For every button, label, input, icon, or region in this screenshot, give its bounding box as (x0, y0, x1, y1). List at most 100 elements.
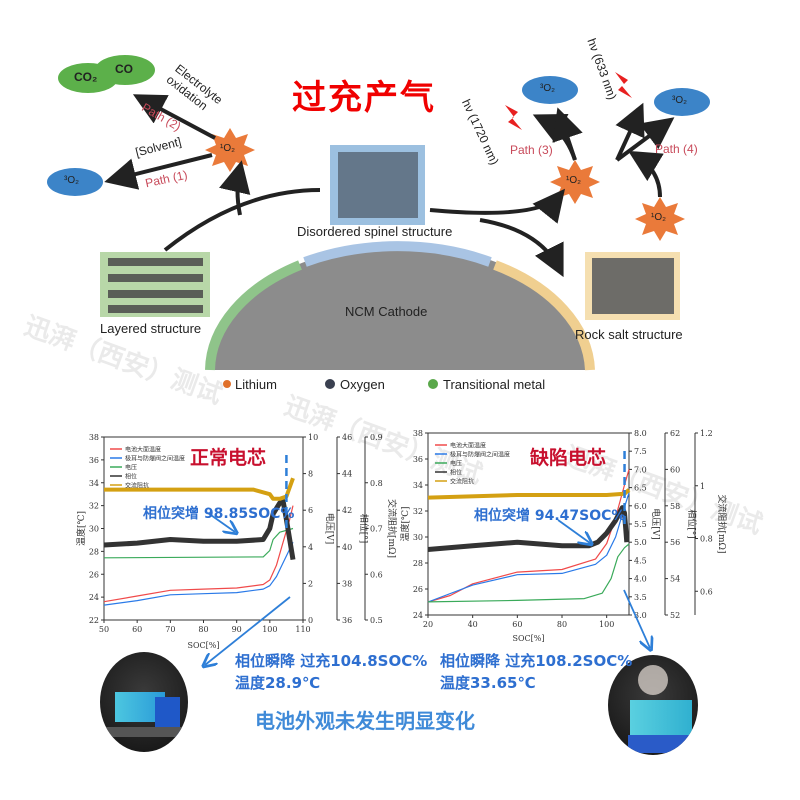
series-line-2 (103, 527, 294, 559)
tick-label-imp: 0.9 (370, 433, 383, 442)
y-tick-label: 28 (413, 559, 423, 568)
tick-label-phase: 40 (342, 543, 352, 552)
tick-label-phase: 38 (342, 579, 352, 588)
ncm-cathode-dome (205, 241, 595, 371)
tick-label-phase: 36 (342, 616, 352, 625)
chart-title-defect: 缺陷电芯 (530, 447, 607, 469)
x-tick-label: 100 (262, 625, 277, 634)
y-tick-label: 34 (413, 481, 423, 490)
y-tick-label: 32 (89, 502, 99, 511)
disordered-spinel-label: Disordered spinel structure (297, 224, 453, 239)
phase-drop-note-normal: 相位瞬降 过充104.8SOC% 温度28.9℃ (235, 650, 427, 694)
conclusion-note: 电池外观未发生明显变化 (255, 709, 475, 733)
legend-label: 电池大面温度 (125, 446, 161, 454)
lithium-dot (223, 380, 231, 388)
ncm-cathode-label: NCM Cathode (345, 304, 428, 319)
tick-label-phase: 62 (670, 429, 680, 438)
tick-label-volt: 0 (308, 616, 313, 625)
legend-label: 极耳与防爆阀之间温度 (125, 455, 185, 463)
path3-label: Path (3) (510, 143, 553, 157)
tick-label-volt: 3.0 (634, 611, 647, 620)
triplet-o2-label-mid: ³O₂ (540, 83, 555, 94)
y-tick-label: 24 (413, 611, 423, 620)
legend-label: 电压 (450, 460, 462, 468)
annotation-arrow-3 (623, 589, 650, 648)
x-tick-label: 90 (232, 625, 242, 634)
annotation-arrow-0 (207, 512, 235, 532)
mechanism-graphics (47, 55, 710, 389)
y-axis-label-temp: 温度[℃] (75, 511, 87, 546)
tick-label-imp: 0.5 (370, 616, 383, 625)
tick-label-volt: 4.5 (634, 556, 647, 565)
y-tick-label: 30 (89, 525, 99, 534)
tick-label-phase: 44 (342, 470, 352, 479)
path4-label: Path (4) (655, 142, 698, 156)
tick-label-phase: 46 (342, 433, 352, 442)
tick-label-phase: 58 (670, 502, 680, 511)
tick-label-volt: 7.5 (634, 447, 647, 456)
y-tick-label: 36 (413, 455, 423, 464)
tick-label-volt: 3.5 (634, 593, 647, 602)
x-tick-label: 50 (99, 625, 109, 634)
series-line-1 (103, 541, 294, 606)
x-tick-label: 70 (165, 625, 175, 634)
axis-label-phase: 相位[°] (686, 509, 698, 539)
y-tick-label: 26 (89, 570, 99, 579)
series-line-0 (427, 469, 630, 603)
tick-label-volt: 8 (308, 470, 313, 479)
tick-label-imp: 1.2 (700, 429, 713, 438)
co2-label: CO₂ (74, 70, 98, 84)
legend-label: 电压 (125, 464, 137, 472)
phase-jump-note-normal: 相位突增 98.85SOC% (143, 506, 295, 522)
x-tick-label: 20 (423, 620, 433, 629)
rocksalt-structure-label: Rock salt structure (575, 327, 683, 342)
tick-label-phase: 60 (670, 465, 680, 474)
x-tick-label: 40 (468, 620, 478, 629)
phase-drop-temp-normal: 温度28.9℃ (235, 674, 321, 692)
y-tick-label: 36 (89, 456, 99, 465)
tick-label-volt: 6.0 (634, 502, 647, 511)
main-title: 过充产气 (292, 78, 436, 118)
legend-label: 极耳与防爆阀之间温度 (450, 451, 510, 459)
series-line-3 (427, 505, 630, 552)
x-tick-label: 80 (198, 625, 208, 634)
phase-drop-temp-defect: 温度33.65℃ (440, 674, 536, 692)
legend-transitional-metal: Transitional metal (443, 377, 546, 392)
phase-drop-note-defect: 相位瞬降 过充108.2SOC% 温度33.65℃ (440, 650, 632, 694)
tick-label-phase: 56 (670, 538, 680, 547)
series-line-2 (427, 543, 630, 603)
tick-label-volt: 2 (308, 579, 313, 588)
tick-label-volt: 4.0 (634, 575, 647, 584)
x-tick-label: 60 (132, 625, 142, 634)
tick-label-volt: 6.5 (634, 484, 647, 493)
tick-label-volt: 6 (308, 506, 313, 515)
x-tick-label: 80 (557, 620, 567, 629)
annotation-arrow-2 (205, 596, 291, 665)
singlet-o2-label-mid: ¹O₂ (566, 175, 581, 186)
transitional-metal-dot (428, 379, 438, 389)
y-tick-label: 24 (89, 593, 99, 602)
x-tick-label: 110 (295, 625, 310, 634)
legend-label: 交流阻抗 (450, 478, 474, 486)
legend-oxygen: Oxygen (340, 377, 385, 392)
axis-label-volt: 电压[V] (324, 513, 336, 545)
chart-title-normal: 正常电芯 (190, 447, 267, 469)
battery-photo-defect (608, 655, 698, 755)
y-tick-label: 32 (413, 507, 423, 516)
series-line-1 (427, 492, 630, 603)
layered-structure-label: Layered structure (100, 321, 202, 336)
y-tick-label: 38 (413, 429, 423, 438)
tick-label-imp: 0.8 (370, 479, 383, 488)
legend-label: 相位 (125, 473, 137, 481)
x-axis-label: SOC[%] (512, 634, 544, 643)
legend-label: 交流阻抗 (125, 482, 149, 490)
tick-label-volt: 5.0 (634, 538, 647, 547)
series-line-4 (427, 488, 631, 500)
tick-label-volt: 7.0 (634, 465, 647, 474)
series-line-0 (103, 505, 294, 603)
phase-jump-note-defect: 相位突增 94.47SOC% (474, 508, 626, 524)
legend-lithium: Lithium (235, 377, 277, 392)
tick-label-volt: 8.0 (634, 429, 647, 438)
phase-drop-soc-normal: 相位瞬降 过充104.8SOC% (235, 652, 428, 670)
tick-label-imp: 0.7 (370, 525, 383, 534)
